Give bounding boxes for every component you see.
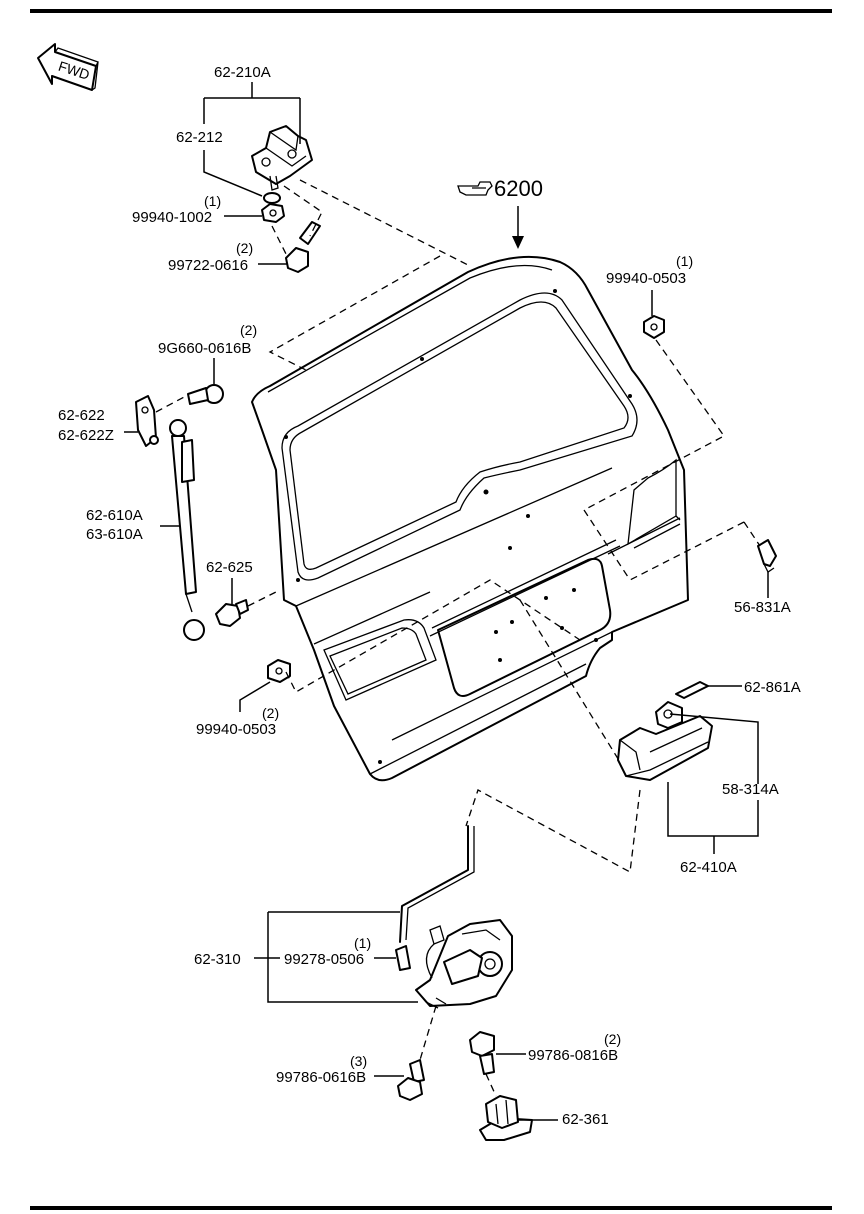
qty-99786-0816b: (2) <box>604 1031 621 1047</box>
qty-99786-0616b: (3) <box>350 1053 367 1069</box>
label-99940-1002: 99940-1002 <box>132 209 212 226</box>
hinge-part[interactable] <box>251 125 313 191</box>
bolt-0616-part[interactable] <box>285 221 321 273</box>
nut-0503-right-part[interactable] <box>643 315 665 339</box>
label-99786-0616b: 99786-0616B <box>276 1069 366 1086</box>
fwd-arrow-icon: FWD <box>37 43 99 91</box>
screw-0506-part[interactable] <box>395 945 411 971</box>
label-99940-0503-left: 99940-0503 <box>196 721 276 738</box>
damper-part[interactable] <box>169 419 205 641</box>
label-62-622z: 62-622Z <box>58 427 114 444</box>
damper-bracket-part[interactable] <box>135 395 159 447</box>
group-arrow-icon <box>512 236 524 249</box>
damper-bolt-part[interactable] <box>187 384 224 405</box>
label-62-622: 62-622 <box>58 407 105 424</box>
qty-99278-0506: (1) <box>354 935 371 951</box>
qty-99940-0503-left: (2) <box>262 705 279 721</box>
seal-part[interactable] <box>675 681 709 699</box>
label-56-831a: 56-831A <box>734 599 791 616</box>
assembly-dash-lines <box>155 179 761 1097</box>
lock-part[interactable] <box>415 919 513 1009</box>
label-99786-0816b: 99786-0816B <box>528 1047 618 1064</box>
label-9g660-0616b: 9G660-0616B <box>158 340 251 357</box>
label-63-610a: 63-610A <box>86 526 143 543</box>
qty-99722-0616: (2) <box>236 240 253 256</box>
stud-625-part[interactable] <box>215 599 249 627</box>
label-62-210a: 62-210A <box>214 64 271 81</box>
label-62-625: 62-625 <box>206 559 253 576</box>
label-99940-0503-right: 99940-0503 <box>606 270 686 287</box>
group-reference[interactable]: 6200 <box>457 176 543 249</box>
group-ref-number: 6200 <box>494 176 543 201</box>
bumper-part[interactable] <box>757 539 777 573</box>
lock-rod-part[interactable] <box>399 825 475 943</box>
nut-1002-part[interactable] <box>261 192 285 223</box>
qty-9g660-0616b: (2) <box>240 322 257 338</box>
striker-part[interactable] <box>479 1095 533 1141</box>
qty-99940-1002: (1) <box>204 193 221 209</box>
pointing-hand-icon <box>457 181 493 196</box>
label-58-314a: 58-314A <box>722 781 779 798</box>
label-62-861a: 62-861A <box>744 679 801 696</box>
qty-99940-0503-right: (1) <box>676 253 693 269</box>
label-62-610a: 62-610A <box>86 507 143 524</box>
label-99722-0616: 99722-0616 <box>168 257 248 274</box>
nut-0503-left-part[interactable] <box>267 659 291 683</box>
label-62-410a: 62-410A <box>680 859 737 876</box>
garnish-lamp-part[interactable] <box>617 701 713 781</box>
bolt-0816b-part[interactable] <box>469 1031 495 1075</box>
panel-holes <box>284 289 632 764</box>
bolt-0616b-part[interactable] <box>397 1059 425 1101</box>
label-99278-0506: 99278-0506 <box>284 951 364 968</box>
label-62-310: 62-310 <box>194 951 241 968</box>
label-62-212: 62-212 <box>176 129 223 146</box>
label-62-361: 62-361 <box>562 1111 609 1128</box>
liftgate-panel[interactable] <box>251 255 689 782</box>
